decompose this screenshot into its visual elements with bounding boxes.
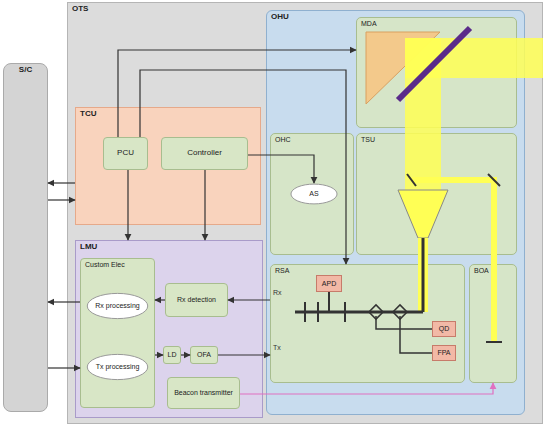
- optical-path: [400, 316, 432, 353]
- box-label: LD: [168, 351, 177, 359]
- connector-arrow: [127, 170, 128, 240]
- box-label: Beacon transmitter: [174, 389, 233, 397]
- unit-heading: MDA: [361, 20, 512, 28]
- beam-splitter: [393, 305, 407, 319]
- unit-heading: Custom Elec: [85, 261, 150, 269]
- unit-heading: RSA: [275, 267, 460, 275]
- connector-arrow: [48, 301, 80, 302]
- connector-arrow: [204, 170, 205, 240]
- box-label: Rx processing: [95, 302, 139, 310]
- box-label: Rx detection: [177, 296, 216, 304]
- assembly-box: RSA APD QD FPA: [270, 264, 465, 383]
- optical-beam: [405, 38, 543, 78]
- process-box: Controller: [161, 137, 248, 170]
- detector-box: FPA: [432, 345, 456, 361]
- assembly-box: MDA: [356, 17, 517, 128]
- steering-mirror: [398, 28, 470, 100]
- box-label: Controller: [187, 149, 222, 158]
- beacon-lens: [486, 341, 502, 343]
- process-oval: Tx processing: [86, 353, 149, 381]
- connector-arrow: [48, 199, 75, 200]
- assembly-box: OHC AS: [270, 133, 354, 255]
- optical-path: [295, 311, 423, 314]
- fold-mirror: [488, 174, 500, 186]
- electronics-box: Custom Elec Rx processing Tx processing: [80, 258, 155, 408]
- optical-beam: [418, 238, 428, 312]
- mirror-backing: [366, 32, 440, 104]
- optical-path: [422, 238, 425, 312]
- box-label: Tx processing: [96, 363, 140, 371]
- unit-heading: OHU: [271, 13, 520, 22]
- system-panel: OTS TCU PCU ControllerLMU Custom Elec Rx proc…: [67, 2, 543, 424]
- lens: [317, 302, 319, 322]
- process-oval: AS: [290, 183, 338, 205]
- unit-heading: S/C: [8, 66, 43, 75]
- connector-arrow: [181, 354, 190, 355]
- connector-arrow: [248, 155, 314, 183]
- connector-arrow: [218, 354, 270, 355]
- optical-path: [376, 316, 432, 329]
- connector-arrow: [155, 354, 163, 355]
- unit-heading: LMU: [80, 243, 258, 252]
- unit-heading: TCU: [80, 110, 256, 119]
- unit-heading: BOA: [474, 267, 512, 275]
- connector-arrow: [140, 70, 346, 264]
- fold-mirror: [407, 174, 416, 186]
- beacon-beam: [412, 180, 494, 342]
- box-label: QD: [439, 325, 450, 333]
- detector-box: APD: [316, 275, 342, 292]
- process-box: Rx detection: [165, 283, 228, 317]
- connector-arrow: [155, 299, 165, 300]
- oval-shape: [291, 184, 337, 204]
- box-label: FPA: [437, 349, 450, 357]
- unit-heading: OHC: [275, 136, 349, 144]
- connector-arrow: [48, 182, 75, 183]
- oval-shape: [87, 354, 147, 379]
- telescope-cone: [398, 190, 448, 238]
- process-oval: Rx processing: [86, 292, 149, 320]
- assembly-box: BOA: [469, 264, 517, 383]
- signal-label: Tx: [273, 344, 281, 351]
- connector-arrow: [48, 367, 80, 368]
- process-box: Beacon transmitter: [167, 377, 240, 409]
- unit-heading: OTS: [72, 5, 538, 14]
- unit-heading: TSU: [361, 136, 512, 144]
- connector-arrow: [228, 299, 270, 300]
- spacecraft-bar: S/C: [3, 63, 48, 412]
- box-label: APD: [322, 280, 336, 288]
- optical-path: [328, 292, 330, 312]
- component-box: OFA: [190, 346, 218, 364]
- box-label: PCU: [117, 149, 134, 158]
- oval-shape: [87, 293, 147, 318]
- box-label: AS: [309, 190, 318, 198]
- box-label: OFA: [197, 351, 211, 359]
- lens: [304, 302, 306, 322]
- assembly-box: TSU: [356, 133, 517, 255]
- component-box: LD: [163, 346, 181, 364]
- unit-panel: LMU Custom Elec Rx processing Tx processing…: [75, 240, 263, 418]
- beam-splitter: [369, 305, 383, 319]
- connector-arrow: [118, 50, 356, 137]
- unit-panel: OHUMDA OHC AS TSU RSA APD QD FPA BOA: [266, 10, 525, 415]
- optical-beam: [405, 38, 441, 190]
- unit-panel: TCU PCU Controller: [75, 107, 261, 225]
- lens: [344, 302, 346, 322]
- detector-box: QD: [432, 321, 456, 337]
- signal-label: Rx: [273, 289, 282, 296]
- process-box: PCU: [103, 137, 148, 170]
- connector-arrow: [240, 383, 493, 394]
